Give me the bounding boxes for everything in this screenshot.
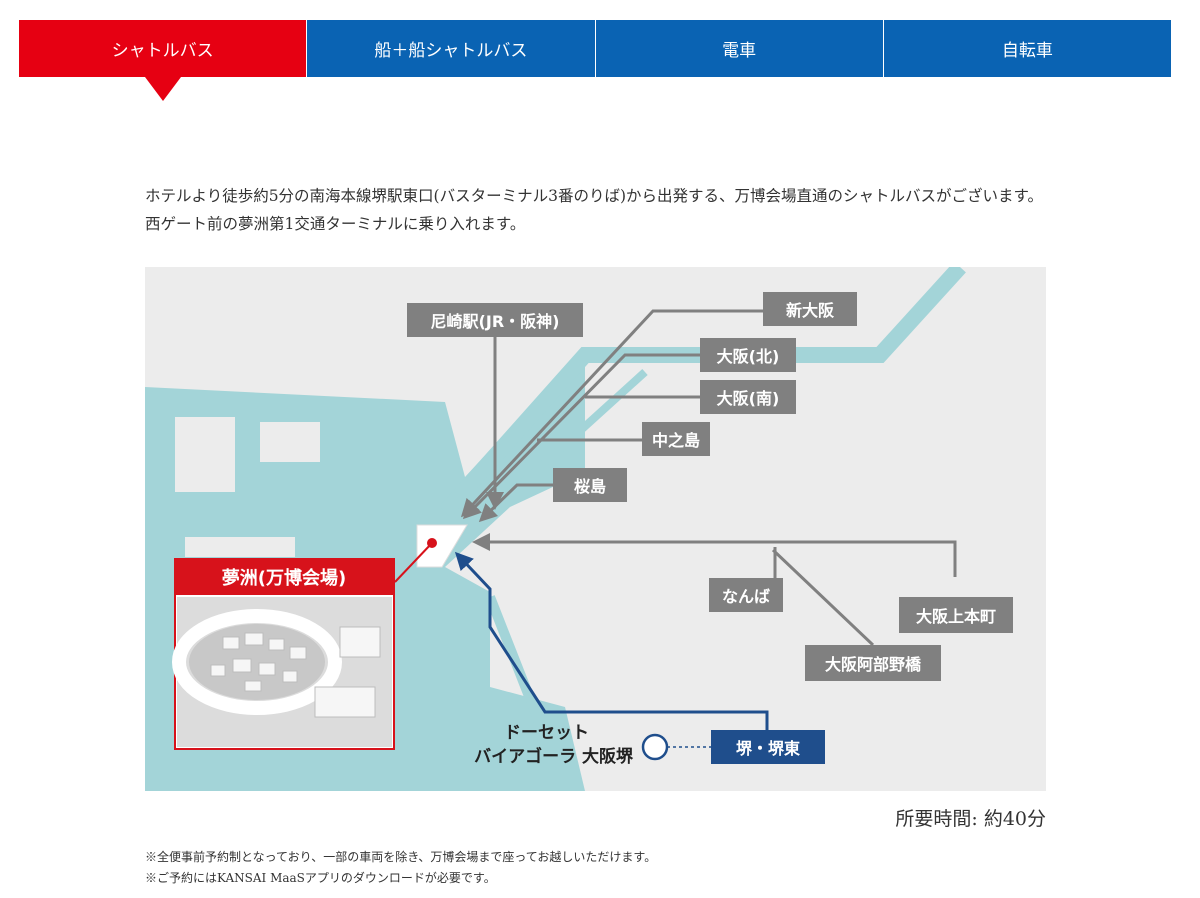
expo-header (175, 559, 394, 595)
svg-text:大阪(北): 大阪(北) (717, 347, 780, 366)
station-uehonmachi: 大阪上本町 (899, 597, 1013, 633)
tab-shuttle-bus[interactable]: シャトルバス (19, 20, 307, 101)
svg-text:堺・堺東: 堺・堺東 (736, 739, 800, 758)
station-sakurajima: 桜島 (553, 468, 627, 502)
transport-tabs: シャトルバス 船＋船シャトルバス 電車 自転車 (19, 20, 1171, 101)
svg-text:大阪(南): 大阪(南) (717, 389, 780, 408)
expo-connector (394, 542, 433, 583)
svg-text:大阪阿部野橋: 大阪阿部野橋 (825, 655, 922, 674)
route-map: 夢洲(万博会場) 尼崎駅(JR・阪神) 新大阪 大阪(北) 大阪(南) 中之島 (145, 267, 1046, 791)
station-amagasaki: 尼崎駅(JR・阪神) (407, 303, 583, 337)
tab-train[interactable]: 電車 (594, 20, 883, 77)
note-app: ※ご予約にはKANSAI MaaSアプリのダウンロードが必要です。 (145, 871, 496, 885)
svg-text:尼崎駅(JR・阪神): 尼崎駅(JR・阪神) (431, 312, 560, 331)
yumeshima-terminal (416, 524, 468, 568)
intro-text: ホテルより徒歩約5分の南海本線堺駅東口(バスターミナル3番のりば)から出発する、… (145, 187, 1043, 233)
expo-label: 夢洲(万博会場) (222, 567, 346, 589)
travel-duration: 所要時間: 約40分 (895, 808, 1046, 830)
svg-text:中之島: 中之島 (652, 431, 700, 450)
svg-text:新大阪: 新大阪 (786, 301, 835, 320)
station-osaka-south: 大阪(南) (700, 380, 796, 414)
expo-grand-ring (172, 609, 342, 715)
tab-bicycle[interactable]: 自転車 (882, 20, 1171, 77)
hotel-label-line2: バイアゴーラ 大阪堺 (474, 746, 634, 767)
svg-text:大阪上本町: 大阪上本町 (916, 607, 996, 626)
blue-route (454, 551, 769, 733)
tab-ferry-shuttle-bus[interactable]: 船＋船シャトルバス (306, 20, 595, 77)
land-block (175, 417, 235, 492)
land-block (185, 537, 295, 557)
land-block (260, 422, 320, 462)
svg-text:なんば: なんば (722, 587, 770, 606)
gray-routes (460, 309, 957, 647)
station-nakanoshima: 中之島 (642, 422, 710, 456)
station-namba: なんば (709, 578, 783, 612)
hotel-marker (641, 733, 669, 761)
notes: ※全便事前予約制となっており、一部の車両を除き、万博会場まで座ってお越しいただけ… (145, 847, 656, 889)
hotel-label-line1: ドーセット (504, 723, 589, 743)
expo-pavilions (210, 626, 381, 718)
svg-text:桜島: 桜島 (574, 477, 606, 496)
station-shin-osaka: 新大阪 (763, 292, 857, 326)
station-osaka-north: 大阪(北) (700, 338, 796, 372)
station-abenobashi: 大阪阿部野橋 (805, 645, 941, 681)
station-sakai: 堺・堺東 (711, 730, 825, 764)
note-reservation: ※全便事前予約制となっており、一部の車両を除き、万博会場まで座ってお越しいただけ… (145, 850, 657, 864)
